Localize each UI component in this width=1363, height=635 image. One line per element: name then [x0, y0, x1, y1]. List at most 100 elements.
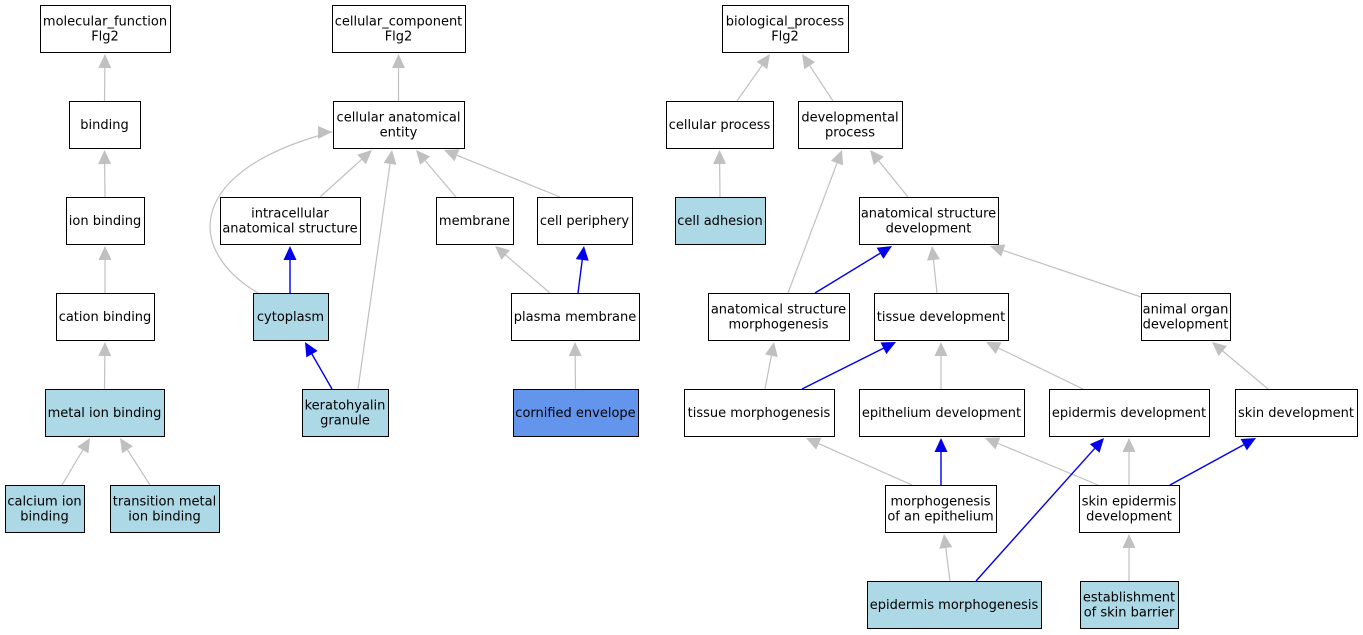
- edge-cytoplasm-to-cae-arrowhead: [318, 126, 332, 139]
- edge-asm-to-asd: [814, 246, 892, 294]
- edge-plasma-membrane-to-cell-periphery: [575, 246, 589, 294]
- go-term-plasma-membrane[interactable]: plasma membrane: [511, 293, 640, 341]
- edge-cae-to-cc-root-arrowhead: [392, 54, 405, 68]
- edge-membrane-to-cae: [416, 150, 457, 198]
- go-term-label: keratohyalin: [305, 399, 386, 414]
- edge-tissue-morph-to-tissue-dev: [801, 342, 896, 390]
- go-term-box: [684, 389, 835, 437]
- go-term-box: [798, 101, 903, 149]
- go-term-label: process: [825, 126, 875, 141]
- go-term-label: cellular anatomical: [337, 111, 461, 126]
- go-term-label: tissue development: [877, 310, 1005, 325]
- go-term-label: transition metal: [113, 495, 216, 510]
- go-term-epithelium-dev[interactable]: epithelium development: [859, 389, 1025, 437]
- edge-cytoplasm-to-ias: [283, 246, 297, 293]
- go-term-label: calcium ion: [7, 495, 81, 510]
- go-term-metal-ion-binding[interactable]: metal ion binding: [45, 389, 165, 437]
- go-term-box: [45, 389, 165, 437]
- edge-skin-barrier-to-skin-epidermis-dev: [1122, 534, 1136, 581]
- edge-plasma-membrane-to-membrane-line: [505, 254, 551, 294]
- go-term-label: granule: [320, 414, 370, 429]
- edge-cell-periphery-to-cae-arrowhead: [444, 149, 460, 162]
- edge-plasma-membrane-to-cell-periphery-line: [577, 259, 583, 294]
- edge-cytoplasm-to-ias-arrowhead: [283, 246, 297, 260]
- edge-cation-binding-to-ion-binding-arrowhead: [98, 246, 112, 260]
- go-term-epidermis-morph[interactable]: epidermis morphogenesis: [867, 581, 1042, 629]
- go-term-tissue-morph[interactable]: tissue morphogenesis: [684, 389, 835, 437]
- go-term-label: cell periphery: [540, 214, 630, 229]
- edge-metal-ion-binding-to-cation-binding: [98, 342, 112, 390]
- go-term-epidermis-dev[interactable]: epidermis development: [1049, 389, 1210, 437]
- edge-calcium-ion-binding-to-metal-ion-binding-arrowhead: [77, 438, 90, 454]
- go-term-membrane[interactable]: membrane: [436, 197, 514, 245]
- go-term-box: [110, 485, 220, 533]
- edge-calcium-ion-binding-to-metal-ion-binding-line: [61, 449, 84, 486]
- edge-cellular-process-to-bp-root-arrowhead: [756, 54, 770, 70]
- go-term-ion-binding[interactable]: ion binding: [66, 197, 145, 245]
- edge-transition-metal-to-metal-ion-binding-line: [127, 449, 151, 486]
- go-term-binding[interactable]: binding: [69, 101, 141, 149]
- go-term-label: anatomical structure: [711, 303, 846, 318]
- go-term-label: cytoplasm: [257, 310, 324, 325]
- go-term-label: molecular_function: [43, 15, 167, 30]
- go-term-cornified[interactable]: cornified envelope: [513, 389, 639, 437]
- edge-developmental-process-to-bp-root-arrowhead: [802, 54, 816, 70]
- go-term-box: [537, 197, 633, 245]
- edge-skin-epidermis-dev-to-skin-dev: [1169, 438, 1256, 486]
- edge-skin-epidermis-dev-to-epithelium-dev-arrowhead: [985, 437, 1001, 450]
- edge-asd-to-developmental-process: [870, 150, 909, 198]
- edge-epidermis-dev-to-tissue-dev-line: [998, 347, 1084, 390]
- go-term-box: [5, 485, 85, 533]
- edge-morph-epithelium-to-epithelium-dev: [934, 438, 948, 485]
- go-term-label: tissue morphogenesis: [688, 406, 831, 421]
- edge-skin-epidermis-dev-to-skin-dev-arrowhead: [1240, 438, 1256, 451]
- edge-cellular-process-to-bp-root-line: [736, 65, 763, 102]
- go-term-box: [66, 197, 145, 245]
- edge-morph-epithelium-to-tissue-morph-line: [818, 443, 913, 486]
- edge-morph-epithelium-to-tissue-morph-arrowhead: [806, 437, 822, 450]
- go-term-box: [1049, 389, 1210, 437]
- edge-transition-metal-to-metal-ion-binding: [120, 438, 151, 486]
- go-term-cytoplasm[interactable]: cytoplasm: [253, 293, 329, 341]
- edge-tissue-morph-to-asm: [764, 342, 778, 390]
- edge-skin-dev-to-animal-organ-arrowhead: [1212, 342, 1227, 356]
- go-term-cell-adhesion[interactable]: cell adhesion: [675, 197, 766, 245]
- go-term-cellular-process[interactable]: cellular process: [666, 101, 774, 149]
- edge-animal-organ-to-asd-arrowhead: [990, 244, 1006, 257]
- go-term-box: [1235, 389, 1358, 437]
- go-term-tissue-dev[interactable]: tissue development: [874, 293, 1009, 341]
- edge-epithelium-dev-to-tissue-dev: [934, 342, 948, 389]
- edge-plasma-membrane-to-membrane-arrowhead: [495, 246, 510, 261]
- edge-skin-epidermis-dev-to-epidermis-dev: [1122, 438, 1136, 485]
- edge-transition-metal-to-metal-ion-binding-arrowhead: [120, 438, 134, 454]
- go-term-label: epidermis development: [1052, 406, 1206, 421]
- go-term-box: [1080, 581, 1179, 629]
- go-term-skin-dev[interactable]: skin development: [1235, 389, 1358, 437]
- go-term-cell-periphery[interactable]: cell periphery: [537, 197, 633, 245]
- go-term-cation-binding[interactable]: cation binding: [56, 293, 155, 341]
- edge-skin-epidermis-dev-to-skin-dev-line: [1169, 444, 1245, 486]
- go-term-box: [666, 101, 774, 149]
- edge-tissue-dev-to-asd: [927, 246, 940, 294]
- edge-binding-to-mf-root-arrowhead: [98, 54, 112, 69]
- edge-asd-to-developmental-process-arrowhead: [870, 150, 884, 165]
- edge-keratohyalin-to-cae: [357, 150, 397, 390]
- edge-keratohyalin-to-cae-arrowhead: [383, 150, 397, 165]
